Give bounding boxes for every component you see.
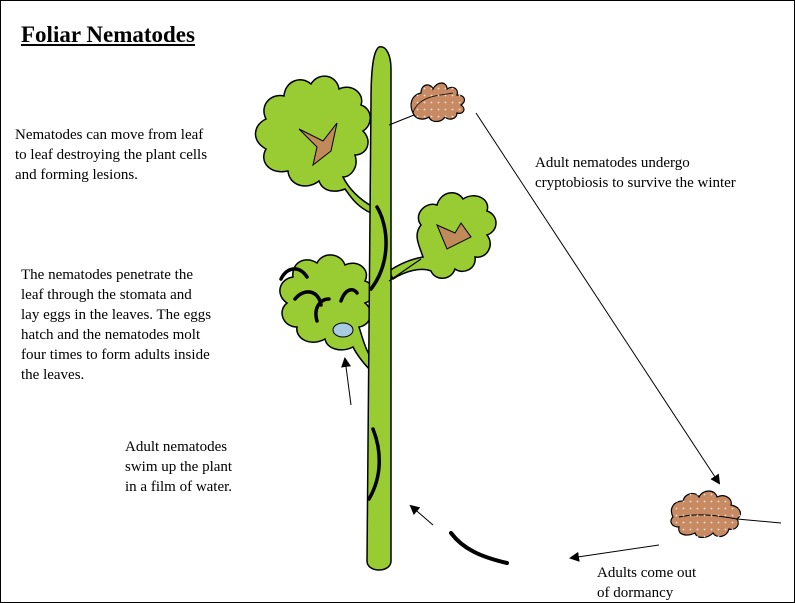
diagram-title: Foliar Nematodes: [21, 21, 195, 49]
arrow-swim-toward-plant: [411, 506, 433, 525]
caption-cryptobiosis: Adult nematodes undergo cryptobiosis to …: [535, 153, 736, 193]
nematode-icon: [451, 533, 507, 563]
caption-penetrate-leaf: The nematodes penetrate the leaf through…: [21, 265, 211, 385]
dead-leaf-top: [389, 83, 467, 125]
egg-icon: [333, 323, 353, 337]
lower-left-leaf: [280, 255, 377, 373]
caption-out-of-dormancy: Adults come out of dormancy: [597, 563, 696, 603]
plant-stem: [367, 47, 391, 570]
upper-left-leaf: [255, 76, 373, 213]
caption-swim-up: Adult nematodes swim up the plant in a f…: [125, 437, 232, 497]
arrow-out-of-dormancy: [571, 545, 659, 558]
right-leaf: [389, 193, 496, 279]
arrow-up-to-leaf: [345, 359, 351, 405]
dead-leaf-bottom: [667, 491, 781, 539]
caption-move-between-leaves: Nematodes can move from leaf to leaf des…: [15, 125, 207, 185]
